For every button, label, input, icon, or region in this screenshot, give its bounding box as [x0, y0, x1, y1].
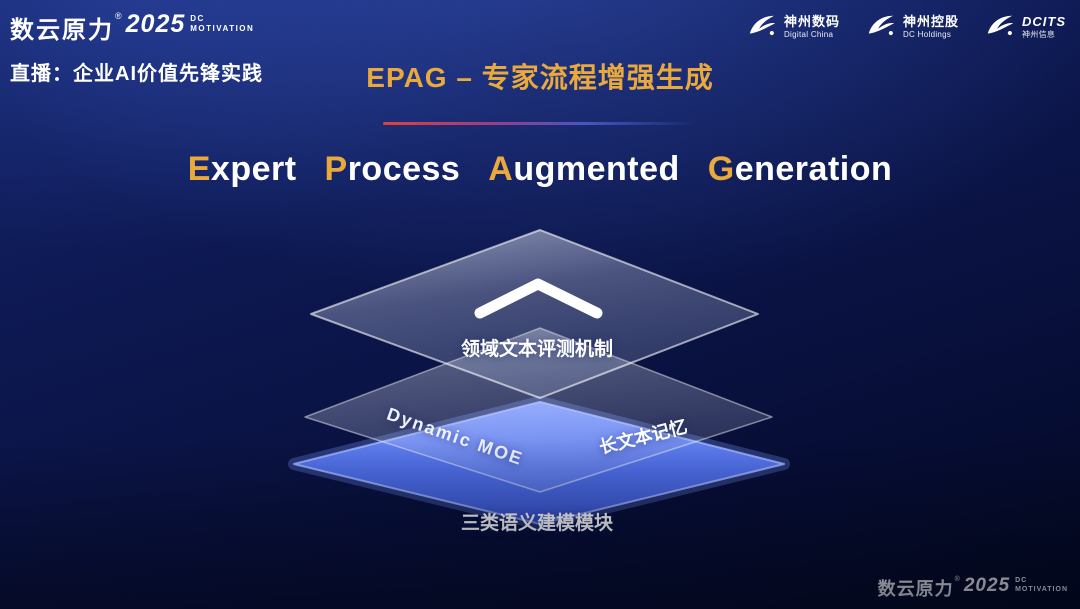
main-title-rest: eneration	[734, 150, 893, 188]
brand-logo: 数云原力 ® 2025 DC MOTIVATION	[10, 10, 254, 45]
main-title: Expert Process Augmented Generation	[0, 150, 1080, 189]
brand-subtitle: DC MOTIVATION	[190, 14, 254, 34]
footer-brand-logo: 数云原力 ® 2025 DC MOTIVATION	[878, 575, 1068, 601]
main-title-word: Process	[325, 150, 461, 188]
gradient-divider	[383, 122, 695, 125]
brand-name: 数云原力	[10, 17, 114, 44]
main-title-word: Expert	[188, 150, 297, 188]
brand-sub-line1: DC	[190, 14, 205, 23]
partner-name: DCITS	[1022, 14, 1066, 30]
dcits-logo-icon	[987, 15, 1014, 36]
partner-subtitle: 神州信息	[1022, 30, 1056, 39]
footer-brand-registered-mark: ®	[954, 576, 960, 583]
bottom-layer-label: 三类语义建模模块	[460, 513, 614, 534]
footer-brand-sub-line1: DC	[1015, 577, 1028, 584]
partner-name: 神州数码	[783, 14, 840, 30]
section-title: EPAG – 专家流程增强生成	[366, 62, 714, 93]
brand-registered-mark: ®	[115, 11, 122, 21]
main-title-rest: rocess	[347, 150, 461, 188]
partner-dc-holdings: 神州控股 DC Holdings	[866, 12, 959, 42]
main-title-word: Augmented	[488, 150, 680, 188]
main-title-rest: xpert	[210, 150, 297, 188]
partner-name: 神州控股	[902, 14, 959, 30]
main-title-initial: P	[324, 150, 348, 188]
main-title-initial: E	[187, 150, 211, 188]
main-title-word: Generation	[708, 150, 893, 188]
footer-brand-subtitle: DC MOTIVATION	[1015, 577, 1068, 595]
brand-sub-line2: MOTIVATION	[190, 24, 255, 33]
partner-subtitle: Digital China	[783, 30, 834, 39]
footer-brand-name: 数云原力	[877, 579, 954, 599]
digital-china-logo-icon	[749, 15, 776, 36]
partner-text: DCITS 神州信息	[1022, 14, 1066, 39]
main-title-rest: ugmented	[513, 150, 680, 188]
footer-brand-year: 2025	[963, 575, 1011, 596]
partner-text: 神州控股 DC Holdings	[903, 14, 959, 39]
partner-subtitle: DC Holdings	[902, 30, 952, 39]
partner-logos: 神州数码 Digital China 神州控股 DC Holdings DCIT…	[747, 12, 1066, 42]
partner-digital-china: 神州数码 Digital China	[747, 12, 840, 42]
dc-holdings-logo-icon	[868, 15, 895, 36]
main-title-initial: G	[707, 150, 735, 188]
partner-text: 神州数码 Digital China	[784, 14, 840, 39]
main-title-initial: A	[488, 150, 514, 188]
brand-year: 2025	[125, 10, 186, 38]
layer-top-shape	[310, 229, 759, 399]
partner-dcits: DCITS 神州信息	[985, 12, 1066, 42]
footer-brand-sub-line2: MOTIVATION	[1015, 585, 1068, 593]
top-layer-label: 领域文本评测机制	[460, 339, 614, 360]
